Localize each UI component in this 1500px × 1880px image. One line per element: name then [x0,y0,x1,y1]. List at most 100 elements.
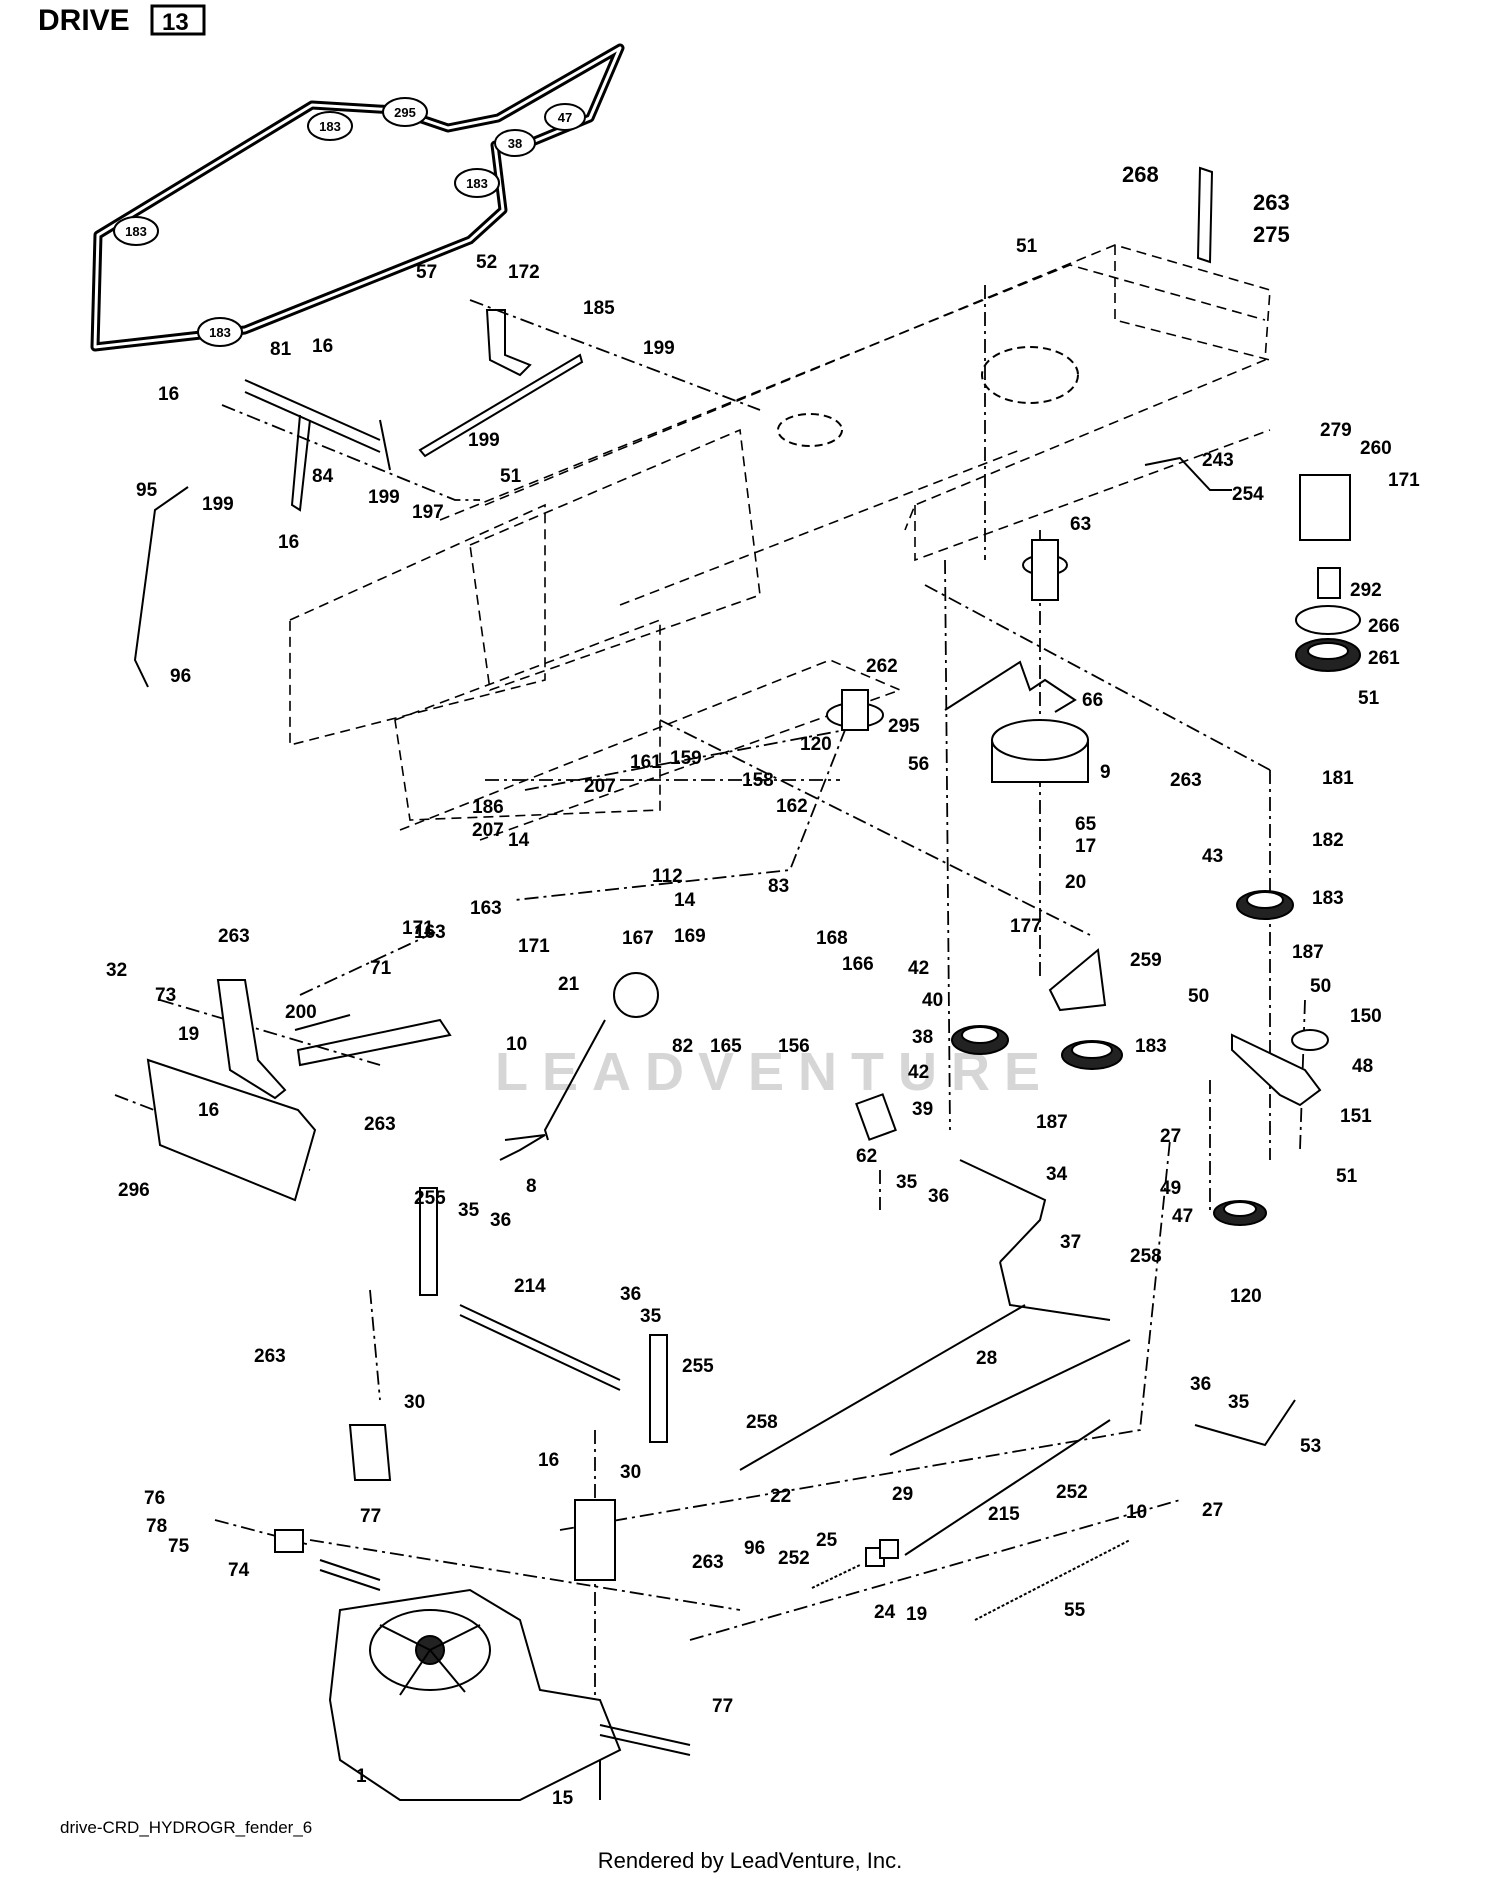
callout: 24 [874,1602,896,1623]
callout: 263 [254,1346,286,1367]
belt-pulley-47: 47 [544,103,586,131]
callout: 48 [1352,1056,1373,1077]
belt-pulley-183-b: 183 [454,168,500,198]
callout: 8 [526,1176,537,1197]
callout: 51 [500,466,522,487]
callout: 49 [1160,1178,1181,1199]
svg-text:295: 295 [394,105,416,120]
callout: 207 [472,820,504,841]
callout: 66 [1082,690,1103,711]
transaxle [319,1559,691,1801]
callout: 156 [778,1036,810,1057]
callout: 296 [118,1180,150,1201]
callout: 35 [640,1306,662,1327]
callout: 42 [908,1062,929,1083]
callout: 96 [170,666,191,687]
callout: 73 [155,985,176,1006]
callout: 263 [1170,770,1202,791]
callout: 17 [1075,836,1096,857]
callout: 16 [198,1100,219,1121]
callout: 254 [1232,484,1264,505]
callout: 185 [583,298,615,319]
callout: 27 [1160,1126,1181,1147]
callout: 259 [1130,950,1162,971]
callout: 268 [1122,162,1159,187]
callout: 35 [1228,1392,1250,1413]
page-box-number: 13 [162,9,189,36]
callout: 9 [1100,762,1111,783]
callout: 62 [856,1146,877,1167]
callout: 159 [670,748,702,769]
callout: 200 [285,1002,317,1023]
callout: 151 [1340,1106,1372,1127]
callout: 263 [218,926,250,947]
callout: 36 [490,1210,511,1231]
callout: 32 [106,960,127,981]
callout: 255 [682,1356,714,1377]
callout: 50 [1188,986,1209,1007]
callout: 22 [770,1486,791,1507]
callout: 199 [202,494,234,515]
svg-text:47: 47 [558,110,572,125]
callout: 182 [1312,830,1344,851]
callout: 36 [1190,1374,1211,1395]
callout: 252 [778,1548,810,1569]
callout: 261 [1368,648,1400,669]
callout: 171 [402,918,434,939]
callout: 77 [712,1696,733,1717]
callout: 74 [228,1560,250,1581]
belt-pulley-295: 295 [382,97,428,127]
callout: 168 [816,928,848,949]
callout: 19 [178,1024,199,1045]
page-box [150,4,206,36]
callout: 34 [1046,1164,1068,1185]
callout: 258 [746,1412,778,1433]
callout: 167 [622,928,654,949]
callout: 10 [1126,1502,1147,1523]
callout: 183 [1312,888,1344,909]
callout: 199 [368,487,400,508]
callout: 77 [360,1506,381,1527]
callout: 171 [1388,470,1420,491]
title-text: DRIVE [38,4,130,37]
callout: 16 [538,1450,559,1471]
callout: 120 [1230,1286,1262,1307]
callout: 183 [1135,1036,1167,1057]
callout: 78 [146,1516,167,1537]
callout: 19 [906,1604,927,1625]
callout: 214 [514,1276,546,1297]
part-callouts: 57 52 172 185 199 81 16 16 199 84 51 199… [106,162,1420,1809]
callout: 258 [1130,1246,1162,1267]
callout: 21 [558,974,580,995]
callout: 181 [1322,768,1354,789]
callout: 163 [414,922,446,943]
callout: 275 [1253,222,1290,247]
drive-belt [90,43,625,352]
callout: 51 [1336,1166,1358,1187]
callout: 76 [144,1488,165,1509]
callout: 57 [416,262,437,283]
callout: 166 [842,954,874,975]
callout: 187 [1036,1112,1068,1133]
callout: 10 [506,1034,527,1055]
callout: 63 [1070,514,1091,535]
callout: 36 [620,1284,641,1305]
callout: 43 [1202,846,1223,867]
callout: 82 [672,1036,693,1057]
callout: 37 [1060,1232,1081,1253]
callout: 169 [674,926,706,947]
mechanical-parts [133,166,1361,1801]
callout: 14 [508,830,530,851]
callout: 172 [508,262,540,283]
callout: 162 [776,796,808,817]
callout: 16 [312,336,333,357]
callout: 83 [768,876,789,897]
callout: 39 [912,1099,933,1120]
callout: 1 [356,1766,367,1787]
belt-pulley-183-c: 183 [113,216,159,246]
callout: 112 [652,866,683,887]
callout: 71 [370,958,392,979]
callout: 27 [1202,1500,1223,1521]
tractor-frame [289,244,1271,841]
callout: 42 [908,958,929,979]
